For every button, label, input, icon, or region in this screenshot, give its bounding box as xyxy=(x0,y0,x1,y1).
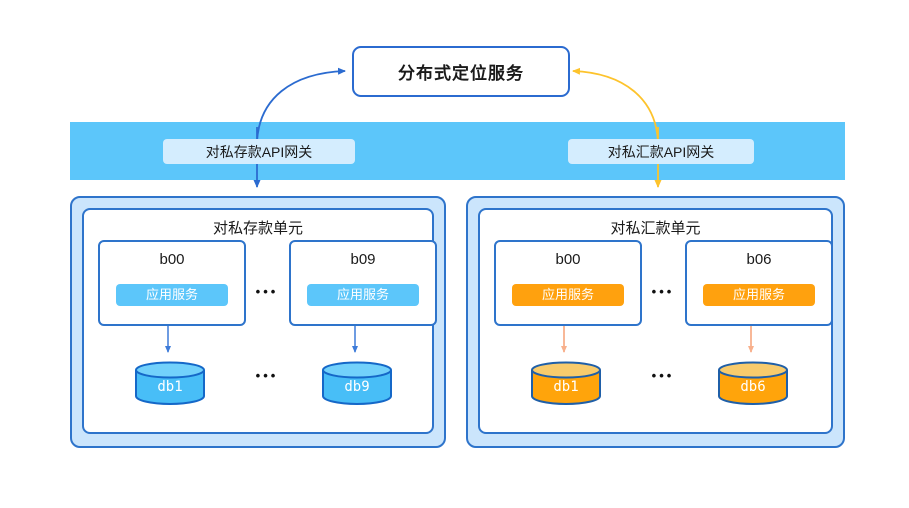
remit-unit-container: 对私汇款单元 b00 应用服务 ••• b06 应用服务 db1 ••• db6 xyxy=(466,196,845,448)
node-name: b00 xyxy=(555,251,581,268)
database-cylinder-db9: db9 xyxy=(322,361,392,405)
remit-api-gateway-label: 对私汇款API网关 xyxy=(568,139,754,164)
remit-node-b00: b00 应用服务 xyxy=(494,240,642,326)
app-service-pill: 应用服务 xyxy=(116,284,228,306)
db-label: db1 xyxy=(553,379,578,395)
db-ellipsis: ••• xyxy=(255,368,279,383)
remit-gateway-text: 对私汇款API网关 xyxy=(607,143,715,160)
node-name: b06 xyxy=(746,251,772,268)
remit-node-b06: b06 应用服务 xyxy=(685,240,833,326)
distributed-location-service-box: 分布式定位服务 xyxy=(352,46,570,97)
deposit-node-b00: b00 应用服务 xyxy=(98,240,246,326)
database-cylinder-db1: db1 xyxy=(135,361,205,405)
node-ellipsis: ••• xyxy=(651,284,675,299)
remit-unit-title: 对私汇款单元 xyxy=(610,220,701,237)
app-service-pill: 应用服务 xyxy=(512,284,624,306)
service-label: 分布式定位服务 xyxy=(398,64,524,83)
database-cylinder-db6: db6 xyxy=(718,361,788,405)
deposit-unit-inner: 对私存款单元 b00 应用服务 ••• b09 应用服务 db1 ••• db9 xyxy=(82,208,437,434)
node-name: b09 xyxy=(350,251,376,268)
app-service-pill: 应用服务 xyxy=(703,284,815,306)
deposit-unit-container: 对私存款单元 b00 应用服务 ••• b09 应用服务 db1 ••• db9 xyxy=(70,196,446,448)
deposit-node-b09: b09 应用服务 xyxy=(289,240,437,326)
db-label: db6 xyxy=(740,379,765,395)
database-cylinder-db1: db1 xyxy=(531,361,601,405)
deposit-api-gateway-label: 对私存款API网关 xyxy=(163,139,355,164)
db-label: db1 xyxy=(157,379,182,395)
deposit-unit-title: 对私存款单元 xyxy=(212,220,303,237)
node-ellipsis: ••• xyxy=(255,284,279,299)
remit-unit-inner: 对私汇款单元 b00 应用服务 ••• b06 应用服务 db1 ••• db6 xyxy=(478,208,833,434)
app-service-pill: 应用服务 xyxy=(307,284,419,306)
db-label: db9 xyxy=(344,379,369,395)
deposit-gateway-text: 对私存款API网关 xyxy=(205,143,313,160)
node-name: b00 xyxy=(159,251,185,268)
db-ellipsis: ••• xyxy=(651,368,675,383)
